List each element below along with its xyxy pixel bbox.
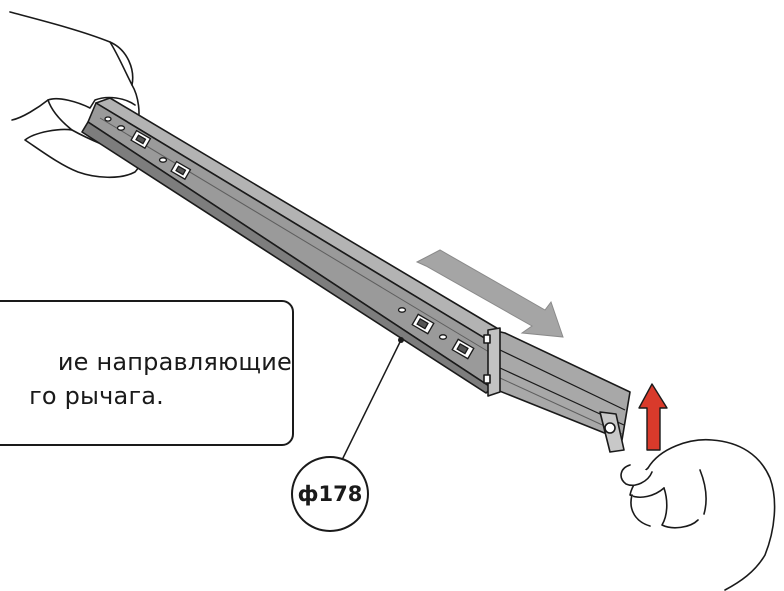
- drawer-rail: [81, 97, 631, 453]
- instruction-line-2: го рычага.: [29, 382, 164, 410]
- right-hand-icon: [620, 438, 776, 591]
- part-label-badge: ф178: [291, 456, 369, 532]
- instruction-callout: [0, 300, 294, 446]
- release-arrow-icon: [638, 383, 668, 451]
- rail-slots: [104, 116, 475, 360]
- direction-arrow-icon: [415, 249, 564, 338]
- instruction-line-1: ие направляющие: [57, 348, 292, 376]
- instruction-text: ие направляющие го рычага.: [0, 345, 292, 413]
- leader-line: [341, 337, 404, 461]
- part-label: ф178: [297, 482, 363, 506]
